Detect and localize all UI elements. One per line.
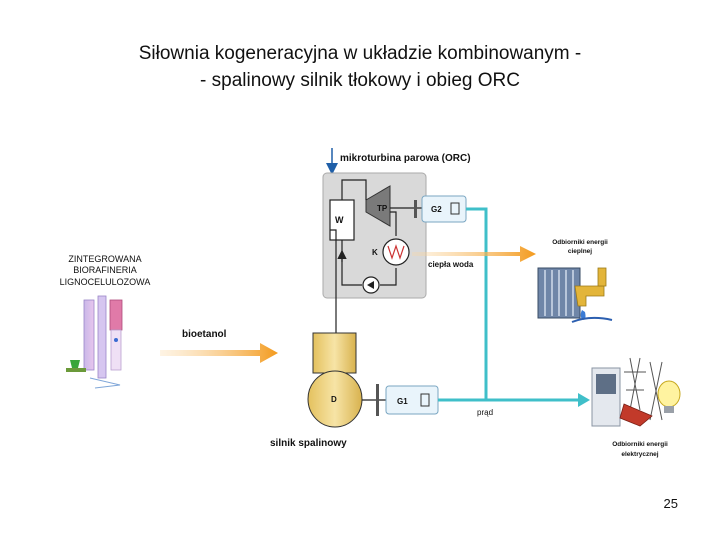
electric-consumers-label-2: elektrycznej <box>621 451 658 458</box>
title-line-1: Siłownia kogeneracyjna w układzie kombin… <box>138 43 582 64</box>
page-number: 25 <box>663 496 678 511</box>
orc-pipe-top <box>341 179 367 200</box>
exhaust-pipe <box>330 229 337 335</box>
orc-pipe-turbine-condenser <box>390 211 397 236</box>
d-label: D <box>331 395 337 404</box>
biorefinery-label-2: BIORAFINERIA <box>73 265 137 275</box>
orc-label: mikroturbina parowa (ORC) <box>340 153 471 164</box>
bioethanol-label: bioetanol <box>182 329 227 340</box>
orc-pipe-bottom <box>380 268 397 286</box>
engine-d <box>307 370 363 428</box>
biorefinery-label-3: LIGNOCELULOZOWA <box>60 277 151 287</box>
electric-consumers-illustration <box>591 357 681 427</box>
engine-head <box>312 332 357 374</box>
heat-consumers-label-2: cieplnej <box>568 248 592 255</box>
tp-label: TP <box>377 204 388 213</box>
pump-arrow <box>367 281 374 289</box>
electricity-arrowhead <box>578 393 590 407</box>
heat-consumers-label-1: Odbiorniki energii <box>552 239 608 246</box>
g1-label: G1 <box>397 397 408 406</box>
electric-consumers-label-1: Odbiorniki energii <box>612 441 668 448</box>
biorefinery-label-1: ZINTEGROWANA <box>68 254 141 264</box>
current-label: prąd <box>477 408 493 417</box>
coupling-g2 <box>414 200 417 218</box>
bioethanol-arrow <box>160 343 278 363</box>
g2-label: G2 <box>431 205 442 214</box>
biorefinery-illustration <box>66 295 123 389</box>
title-line-2: - spalinowy silnik tłokowy i obieg ORC <box>200 70 520 91</box>
heat-consumers-illustration <box>537 267 613 323</box>
g2-terminal <box>450 202 460 215</box>
slide-title: Siłownia kogeneracyjna w układzie kombin… <box>0 40 720 94</box>
hot-water-arrow <box>412 246 536 262</box>
condenser-coil <box>387 244 405 260</box>
electricity-line-g2 <box>466 207 578 402</box>
g1-terminal <box>420 393 430 407</box>
condenser-k <box>382 238 410 266</box>
coupling-g1 <box>376 384 379 416</box>
turbine-tp <box>365 185 391 227</box>
w-label: W <box>335 215 344 225</box>
heat-water-label: ciepła woda <box>428 260 474 269</box>
generator-g1 <box>385 385 439 415</box>
k-label: K <box>372 248 378 257</box>
engine-label: silnik spalinowy <box>270 438 347 449</box>
